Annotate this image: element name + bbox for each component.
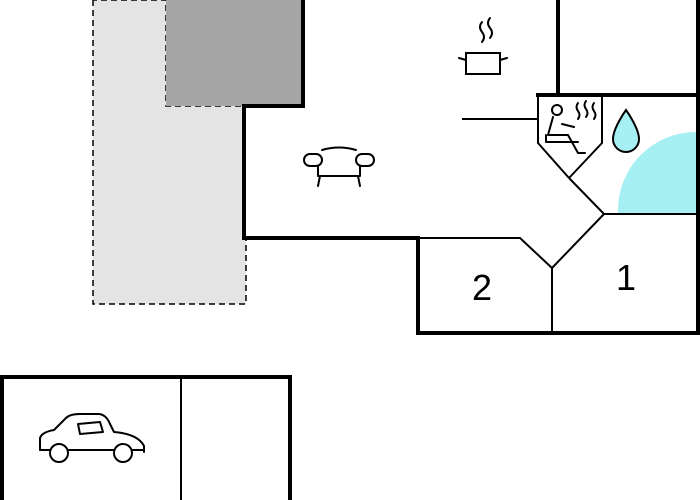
sauna-icon bbox=[545, 100, 597, 154]
sofa-icon bbox=[303, 146, 375, 187]
car-icon bbox=[39, 413, 145, 463]
covered-area bbox=[166, 0, 303, 106]
water-drop-icon bbox=[611, 108, 641, 153]
cooking-pot-icon bbox=[458, 17, 508, 75]
room-number-1: 1 bbox=[616, 257, 636, 298]
house-walls bbox=[242, 0, 700, 335]
shower-area bbox=[618, 132, 696, 214]
garage bbox=[0, 375, 292, 500]
interior-walls bbox=[418, 95, 696, 333]
room-number-2: 2 bbox=[472, 267, 492, 308]
